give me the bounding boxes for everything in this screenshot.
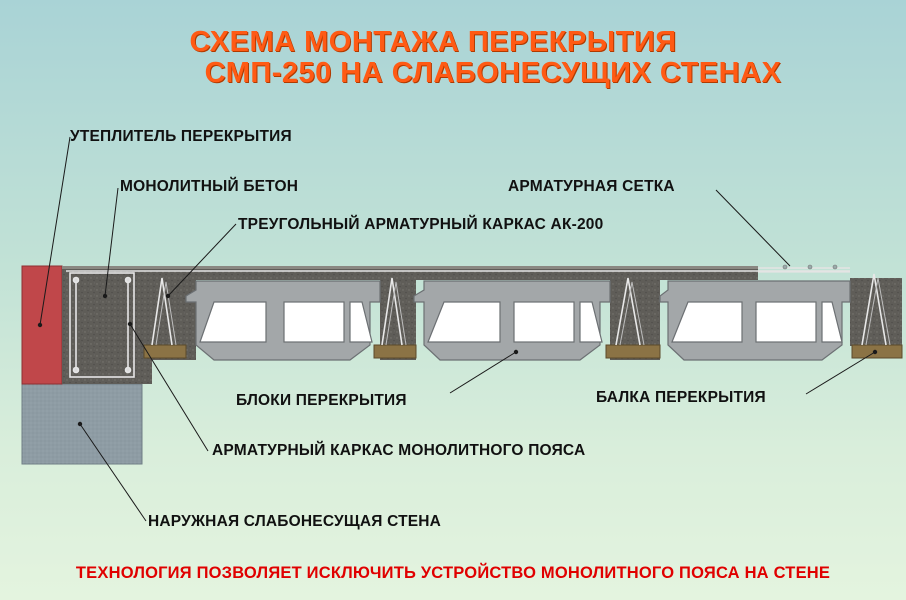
belt-reinforcement-cage <box>69 272 135 378</box>
leader-insulation <box>39 136 71 326</box>
floor-beam <box>143 277 187 359</box>
label-belt-frame: АРМАТУРНЫЙ КАРКАС МОНОЛИТНОГО ПОЯСА <box>212 442 586 459</box>
title-line-2: СМП-250 НА СЛАБОНЕСУЩИХ СТЕНАХ <box>204 57 782 89</box>
leader-beam <box>805 351 876 395</box>
floor-beams <box>143 273 903 359</box>
leader-lines <box>39 136 876 522</box>
label-insulation: УТЕПЛИТЕЛЬ ПЕРЕКРЫТИЯ <box>70 128 292 145</box>
label-blocks: БЛОКИ ПЕРЕКРЫТИЯ <box>236 392 407 409</box>
title-line-1: СХЕМА МОНТАЖА ПЕРЕКРЫТИЯ <box>189 26 677 58</box>
floor-blocks <box>185 280 851 361</box>
floor-block <box>185 280 381 361</box>
leader-blocks <box>449 351 517 394</box>
leader-triangle-frame <box>167 223 237 297</box>
leader-concrete <box>104 187 119 297</box>
reinforcement-mesh <box>66 264 850 273</box>
label-mesh: АРМАТУРНАЯ СЕТКА <box>508 178 675 195</box>
floor-block <box>659 280 851 361</box>
leader-belt-frame <box>129 323 209 452</box>
floor-beam <box>605 277 661 359</box>
footer-note: ТЕХНОЛОГИЯ ПОЗВОЛЯЕТ ИСКЛЮЧИТЬ УСТРОЙСТВ… <box>75 564 831 582</box>
leader-wall <box>79 423 147 522</box>
label-triangle-frame: ТРЕУГОЛЬНЫЙ АРМАТУРНЫЙ КАРКАС АК-200 <box>238 216 604 233</box>
leader-mesh <box>715 189 791 267</box>
label-beam: БАЛКА ПЕРЕКРЫТИЯ <box>596 389 766 406</box>
floor-beam <box>373 277 417 359</box>
label-wall: НАРУЖНАЯ СЛАБОНЕСУЩАЯ СТЕНА <box>148 513 442 530</box>
floor-block <box>413 280 611 361</box>
label-concrete: МОНОЛИТНЫЙ БЕТОН <box>120 178 299 195</box>
outer-wall <box>21 383 143 465</box>
